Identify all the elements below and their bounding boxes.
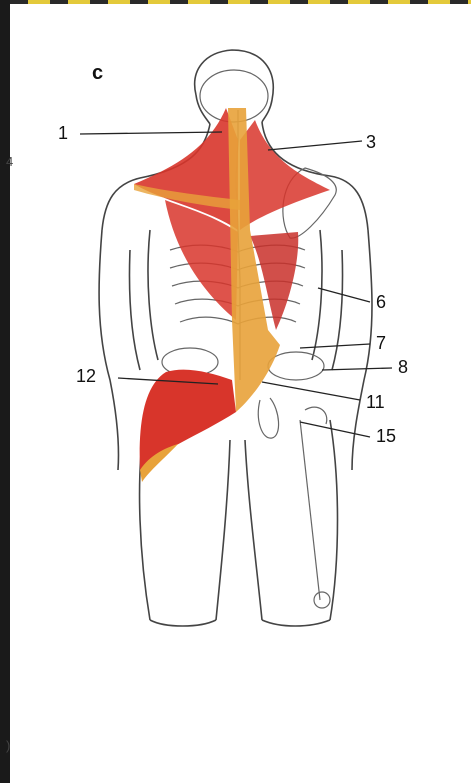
pointer-line-6 [318,288,370,302]
label-15: 15 [376,426,396,447]
label-12: 12 [76,366,96,387]
panel-letter: c [92,62,103,85]
label-3: 3 [366,132,376,153]
label-1: 1 [58,123,68,144]
pointer-line-11 [262,382,360,400]
pointer-line-15 [300,422,370,437]
label-11: 11 [366,392,385,413]
label-6: 6 [376,292,386,313]
pointer-line-1 [80,132,222,134]
pointer-line-7 [300,344,370,348]
pointer-line-3 [268,141,362,150]
label-7: 7 [376,333,386,354]
label-8: 8 [398,357,408,378]
